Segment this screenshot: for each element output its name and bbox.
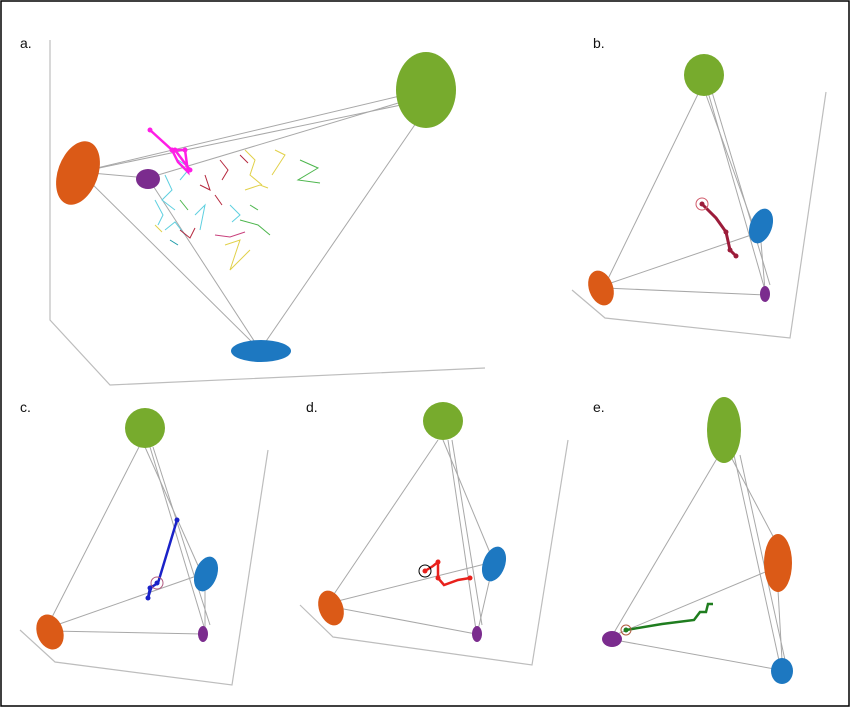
panel-d-blue-node [481,546,507,582]
panel-a-blue-node [231,340,291,362]
panel-b-blue-node [748,208,774,244]
panel-d-orange-node [318,590,344,626]
panel-e-green-node [707,397,741,463]
panel-c-edges [47,444,211,635]
panel-e: e. [593,397,793,684]
panel-a-edges [79,89,426,351]
panel-a-trajectories [154,149,321,271]
panel-a-axes [49,40,486,386]
panel-d-highlight-path [418,559,473,587]
panel-e-edges [611,449,786,671]
panel-c: c. [19,399,269,686]
panel-d-axes [299,439,569,666]
panel-b-edges [604,89,771,296]
panel-c-highlight-path [145,517,180,601]
panel-b-highlight-path [695,197,739,259]
panel-d: d. [299,399,569,666]
panel-a-highlight-path [147,127,193,176]
panel-a-purple-node [136,169,160,189]
panel-c-purple-node [198,626,208,642]
panel-b-orange-node [588,270,614,306]
panel-d-edges [329,439,494,635]
panel-b-label: b. [593,35,605,51]
panel-e-purple-node [602,631,622,647]
panel-d-label: d. [306,399,318,415]
panel-a-orange-node [56,141,100,205]
panel-e-highlight-path [620,602,713,636]
panel-e-blue-node [771,658,793,684]
panel-c-axes [19,449,269,686]
panel-a-label: a. [20,35,32,51]
panel-c-orange-node [36,614,64,650]
panel-c-label: c. [20,399,31,415]
panel-d-purple-node [472,626,482,642]
panel-e-orange-node [764,534,792,592]
panel-b-axes [571,91,827,339]
panel-b: b. [571,35,827,339]
panel-e-label: e. [593,399,605,415]
panel-c-blue-node [193,556,219,592]
panel-b-purple-node [760,286,770,302]
panel-a: a. [20,35,486,386]
panel-c-green-node [125,408,165,448]
panel-d-green-node [423,402,463,440]
panel-a-green-node [396,52,456,128]
panel-b-green-node [684,54,724,96]
